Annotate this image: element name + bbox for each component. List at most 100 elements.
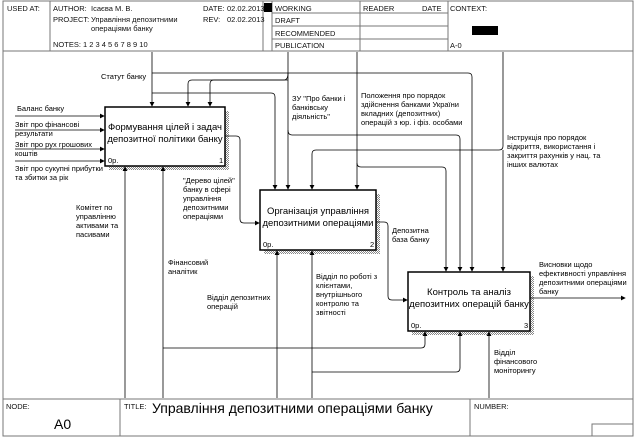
- rev-value: 02.02.2013: [227, 15, 265, 24]
- status-working: WORKING: [275, 4, 312, 13]
- label-line: здійснення банками України: [361, 100, 459, 109]
- label-line: клієнтами,: [316, 281, 353, 290]
- label-line: коштів: [15, 149, 38, 158]
- status-draft: DRAFT: [275, 16, 300, 25]
- box-1-number: 1: [219, 156, 224, 165]
- project-value: Управління депозитними операціями банку: [91, 15, 199, 33]
- status-publication: PUBLICATION: [275, 41, 325, 50]
- box-2-number: 2: [370, 240, 375, 249]
- box-3-cost: 0р.: [411, 321, 422, 330]
- box-3-number: 3: [524, 321, 529, 330]
- project-value-1: Управління депозитними операціями: [91, 15, 178, 33]
- label-line: закриття рахунків у нац. та: [507, 151, 601, 160]
- date-label: DATE:: [203, 4, 225, 13]
- label-line: "Дерево цілей": [183, 176, 235, 185]
- label-line: управлінню: [76, 212, 116, 221]
- label-line: Відділ: [494, 348, 516, 357]
- project-value-2: банку: [133, 24, 153, 33]
- label-line: банку в сфері: [183, 185, 231, 194]
- label-line: Висновки щодо: [539, 260, 593, 269]
- reader-date-label: DATE: [422, 4, 442, 13]
- label-line: фінансового: [494, 357, 538, 366]
- label-line: депозитними: [183, 203, 229, 212]
- label-line: Відділ депозитних: [207, 293, 271, 302]
- label-line: Відділ по роботі з: [316, 272, 378, 281]
- author-value: Ісаєва М. В.: [91, 4, 133, 13]
- label-line: результати: [15, 129, 53, 138]
- notes: NOTES: 1 2 3 4 5 6 7 8 9 10: [53, 40, 148, 49]
- status-recommended: RECOMMENDED: [275, 29, 336, 38]
- number-label: NUMBER:: [474, 402, 509, 411]
- label-line: банківську: [292, 103, 329, 112]
- context-node: A-0: [450, 41, 462, 50]
- label-line: Фінансовий: [168, 258, 209, 267]
- label-line: база банку: [392, 235, 430, 244]
- label-line: Депозитна: [392, 226, 429, 235]
- label-line: Звіт про фінансові: [15, 120, 80, 129]
- box-3-title-line-1: Контроль та аналіз: [427, 287, 511, 298]
- diagram-title: Управління депозитними операціями банку: [152, 400, 433, 416]
- activity-box-3[interactable]: [407, 271, 531, 332]
- rev-label: REV:: [203, 15, 221, 24]
- arrows: [15, 52, 626, 398]
- label-line: звітності: [316, 308, 346, 317]
- label-line: активами та: [76, 221, 119, 230]
- label-line: операцій: [207, 302, 238, 311]
- context-thumbnail: [472, 26, 498, 35]
- activity-box-1[interactable]: [104, 106, 226, 167]
- label-line: Комітет по: [76, 203, 113, 212]
- label-line: моніторингу: [494, 366, 536, 375]
- box-2-title-line-2: депозитними операціями: [262, 218, 374, 229]
- title-label: TITLE:: [124, 402, 147, 411]
- label-line: ЗУ "Про банки і: [292, 94, 346, 103]
- box-3-title-line-2: депозитних операцій банку: [409, 299, 529, 310]
- label-line: ефективності управління: [539, 269, 627, 278]
- label-line: Інструкція про порядок: [507, 133, 587, 142]
- reader-label: READER: [363, 4, 395, 13]
- date-value: 02.02.2013: [227, 4, 265, 13]
- used-at-label: USED AT:: [7, 4, 40, 13]
- label-balance: Баланс банку: [17, 104, 65, 113]
- label-line: відкриття, використання і: [507, 142, 596, 151]
- label-line: Звіт про сукупні прибутки: [15, 164, 103, 173]
- label-line: діяльність": [292, 112, 330, 121]
- author-label: AUTHOR:: [53, 4, 87, 13]
- label-line: управління: [183, 194, 222, 203]
- activity-box-2[interactable]: [259, 189, 377, 251]
- label-line: Звіт про рух грошових: [15, 140, 93, 149]
- label-line: операціями: [183, 212, 224, 221]
- label-line: Положення про порядок: [361, 91, 446, 100]
- label-line: вкладних (депозитних): [361, 109, 441, 118]
- header-grid: [3, 1, 634, 437]
- label-line: інших валютах: [507, 160, 559, 169]
- label-line: пасивами: [76, 230, 110, 239]
- node-value: A0: [54, 416, 72, 432]
- label-line: та збитки за рік: [15, 173, 69, 182]
- box-2-cost: 0р.: [263, 240, 274, 249]
- label-line: аналітик: [168, 267, 198, 276]
- label-line: банку: [539, 287, 559, 296]
- box-1-cost: 0р.: [108, 156, 119, 165]
- box-1-title-line-1: Формування цілей і задач: [108, 122, 222, 133]
- project-label: PROJECT:: [53, 15, 90, 24]
- context-label: CONTEXT:: [450, 4, 488, 13]
- node-label: NODE:: [6, 402, 30, 411]
